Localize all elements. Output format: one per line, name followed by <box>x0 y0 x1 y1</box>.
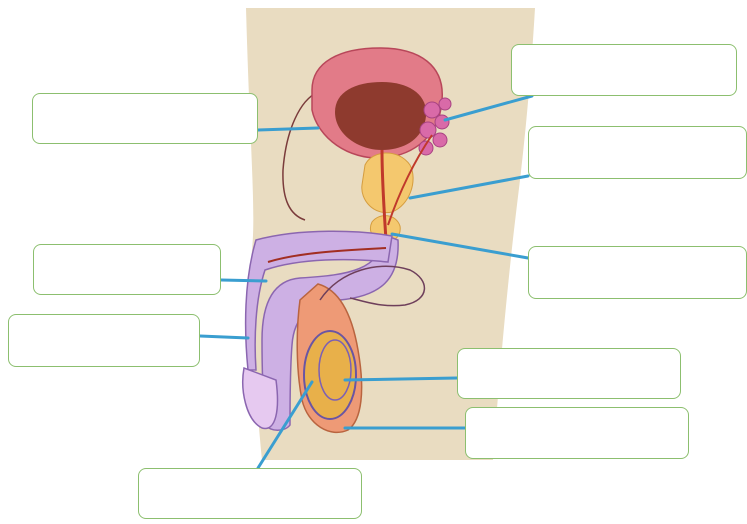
label-box-7[interactable] <box>457 348 681 399</box>
label-box-2[interactable] <box>511 44 737 96</box>
label-box-1[interactable] <box>32 93 258 144</box>
leader-line-7 <box>345 378 457 380</box>
testis <box>304 331 356 419</box>
label-box-3[interactable] <box>528 126 747 179</box>
label-box-6[interactable] <box>8 314 200 367</box>
label-box-4[interactable] <box>528 246 747 299</box>
leader-line-1 <box>258 128 318 130</box>
label-box-8[interactable] <box>465 407 689 459</box>
label-box-5[interactable] <box>33 244 221 295</box>
leader-line-5 <box>221 280 266 281</box>
leader-line-6 <box>200 336 248 338</box>
label-box-9[interactable] <box>138 468 362 519</box>
